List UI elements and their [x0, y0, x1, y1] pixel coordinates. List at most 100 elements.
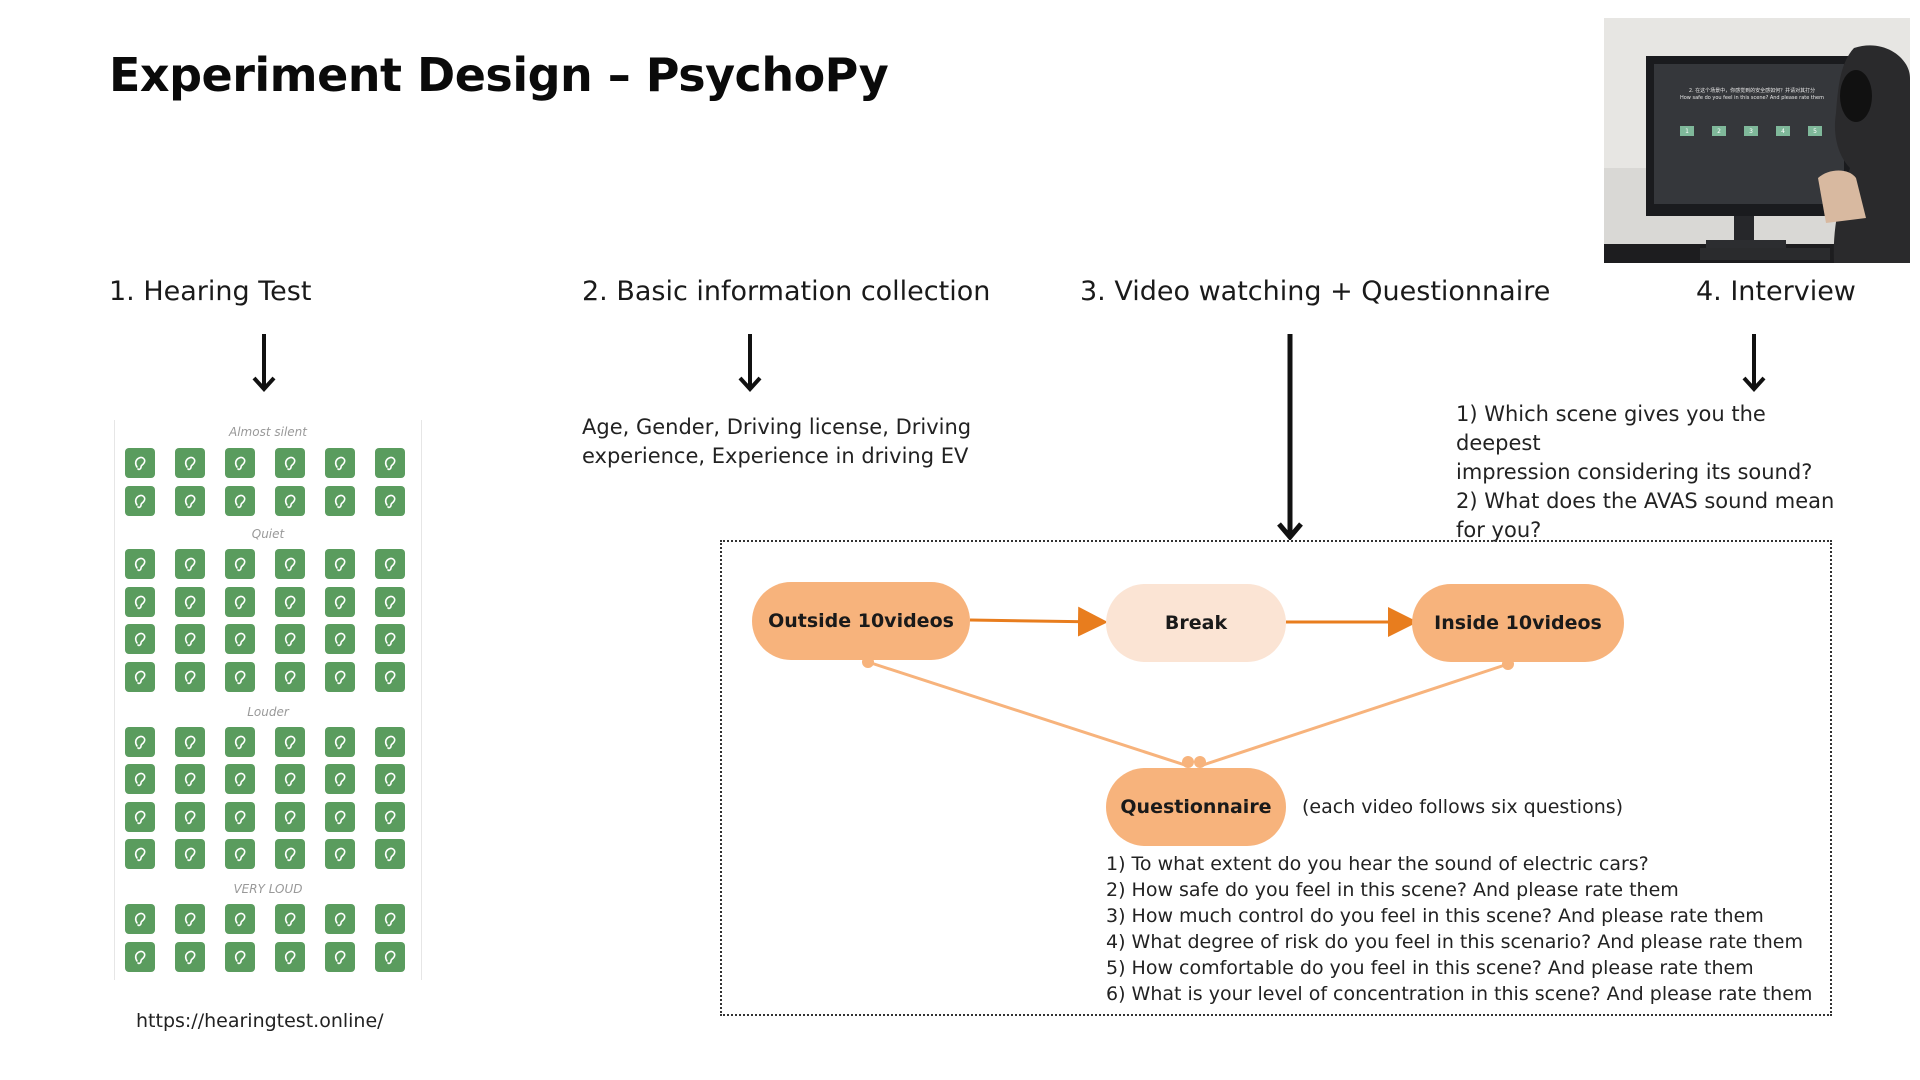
ear-icon-button[interactable]	[125, 624, 155, 654]
level-label-almost-silent: Almost silent	[229, 425, 307, 439]
ear-icon-button[interactable]	[225, 839, 255, 869]
ear-icon-button[interactable]	[125, 727, 155, 757]
question-item-4: 4) What degree of risk do you feel in th…	[1106, 931, 1803, 953]
ear-icon-button[interactable]	[275, 802, 305, 832]
ear-icon-button[interactable]	[325, 486, 355, 516]
ear-icon	[134, 912, 146, 927]
ear-icon-button[interactable]	[275, 942, 305, 972]
screen-rating-button: 5	[1808, 126, 1822, 136]
ear-icon-button[interactable]	[125, 587, 155, 617]
ear-icon-button[interactable]	[125, 839, 155, 869]
ear-icon-button[interactable]	[175, 587, 205, 617]
ear-icon-button[interactable]	[175, 448, 205, 478]
ear-icon-button[interactable]	[225, 904, 255, 934]
ear-icon-button[interactable]	[275, 624, 305, 654]
ear-icon-button[interactable]	[275, 486, 305, 516]
ear-icon-button[interactable]	[175, 764, 205, 794]
ear-icon	[334, 632, 346, 647]
line-outside-to-questionnaire	[867, 660, 1189, 768]
ear-icon-button[interactable]	[325, 942, 355, 972]
ear-icon-button[interactable]	[225, 486, 255, 516]
ear-icon	[234, 456, 246, 471]
ear-icon	[284, 632, 296, 647]
ear-icon-button[interactable]	[375, 448, 405, 478]
ear-icon-button[interactable]	[175, 802, 205, 832]
ear-icon-button[interactable]	[325, 904, 355, 934]
ear-icon-button[interactable]	[325, 764, 355, 794]
ear-icon-button[interactable]	[275, 587, 305, 617]
ear-icon-button[interactable]	[225, 549, 255, 579]
ear-icon	[334, 456, 346, 471]
ear-icon-button[interactable]	[325, 448, 355, 478]
ear-icon-button[interactable]	[175, 839, 205, 869]
ear-icon-button[interactable]	[125, 486, 155, 516]
video-questionnaire-flow-box	[720, 540, 1832, 1016]
ear-icon	[384, 456, 396, 471]
ear-icon-button[interactable]	[175, 904, 205, 934]
ear-icon-button[interactable]	[225, 662, 255, 692]
ear-icon	[134, 847, 146, 862]
ear-icon-button[interactable]	[125, 549, 155, 579]
arrow-outside-to-break	[969, 606, 1108, 637]
ear-icon	[284, 810, 296, 825]
connector-dot	[1182, 756, 1194, 768]
ear-icon-button[interactable]	[375, 662, 405, 692]
ear-icon-button[interactable]	[275, 549, 305, 579]
ear-icon-button[interactable]	[275, 764, 305, 794]
ear-icon-button[interactable]	[125, 904, 155, 934]
question-item-1: 1) To what extent do you hear the sound …	[1106, 853, 1649, 875]
ear-icon-button[interactable]	[225, 448, 255, 478]
ear-icon-button[interactable]	[375, 587, 405, 617]
ear-icon-button[interactable]	[125, 942, 155, 972]
ear-icon-button[interactable]	[175, 727, 205, 757]
line-inside-to-questionnaire	[1199, 662, 1509, 768]
ear-icon-button[interactable]	[225, 942, 255, 972]
ear-icon	[284, 670, 296, 685]
ear-icon-button[interactable]	[325, 587, 355, 617]
ear-icon-button[interactable]	[225, 802, 255, 832]
ear-icon-button[interactable]	[275, 662, 305, 692]
ear-icon-button[interactable]	[175, 662, 205, 692]
ear-icon-button[interactable]	[225, 764, 255, 794]
ear-icon-button[interactable]	[325, 624, 355, 654]
ear-icon-button[interactable]	[175, 942, 205, 972]
ear-icon-button[interactable]	[325, 802, 355, 832]
ear-icon-button[interactable]	[125, 448, 155, 478]
ear-icon	[234, 950, 246, 965]
arrow-down-icon	[1742, 334, 1766, 392]
ear-icon-button[interactable]	[375, 486, 405, 516]
ear-icon-button[interactable]	[325, 727, 355, 757]
ear-icon-button[interactable]	[325, 839, 355, 869]
ear-icon-button[interactable]	[325, 662, 355, 692]
ear-icon-button[interactable]	[375, 942, 405, 972]
ear-icon-button[interactable]	[275, 727, 305, 757]
ear-icon-button[interactable]	[375, 839, 405, 869]
ear-icon-button[interactable]	[275, 839, 305, 869]
ear-icon-button[interactable]	[125, 764, 155, 794]
ear-icon-button[interactable]	[375, 802, 405, 832]
ear-icon-button[interactable]	[375, 624, 405, 654]
ear-icon-button[interactable]	[375, 764, 405, 794]
ear-icon-button[interactable]	[325, 549, 355, 579]
ear-icon-button[interactable]	[175, 486, 205, 516]
ear-icon-button[interactable]	[375, 727, 405, 757]
ear-icon-button[interactable]	[225, 624, 255, 654]
ear-icon-button[interactable]	[125, 802, 155, 832]
ear-icon-button[interactable]	[175, 624, 205, 654]
ear-icon-button[interactable]	[275, 448, 305, 478]
ear-icon-button[interactable]	[375, 904, 405, 934]
interview-q2-line2: for you?	[1456, 518, 1542, 542]
ear-icon-button[interactable]	[375, 549, 405, 579]
ear-icon-button[interactable]	[275, 904, 305, 934]
node-questionnaire: Questionnaire	[1106, 768, 1286, 846]
ear-icon	[134, 494, 146, 509]
ear-icon-button[interactable]	[175, 549, 205, 579]
hearing-test-url[interactable]: https://hearingtest.online/	[136, 1010, 384, 1032]
ear-icon	[334, 494, 346, 509]
ear-icon-button[interactable]	[225, 587, 255, 617]
ear-icon	[134, 595, 146, 610]
ear-icon-button[interactable]	[125, 662, 155, 692]
ear-icon-button[interactable]	[225, 727, 255, 757]
ear-icon	[234, 912, 246, 927]
